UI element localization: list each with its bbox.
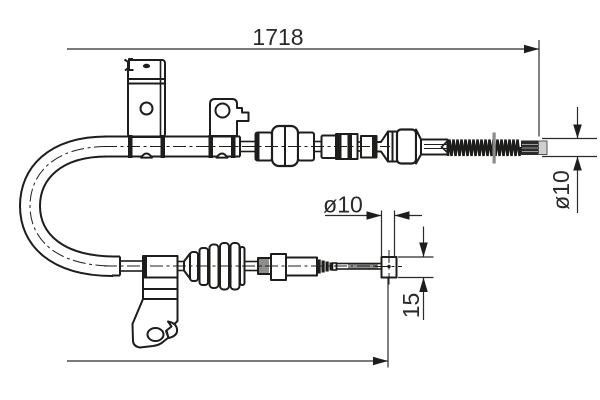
dimension-eye-diameter: ø10 <box>323 192 422 257</box>
arrowhead-right <box>373 356 388 366</box>
arrowhead-left <box>394 211 410 220</box>
mounting-bracket-upper-mid <box>209 98 250 137</box>
cable-u-bend <box>19 135 115 277</box>
eye-width-label: 15 <box>398 293 424 319</box>
bend-inner-edge <box>39 155 115 258</box>
mounting-bracket-lower <box>131 276 179 349</box>
overall-length-label: 1718 <box>252 24 303 50</box>
adjuster-body <box>395 128 418 165</box>
clamp-mark <box>347 133 352 160</box>
cable-end-diameter-label: ø10 <box>548 170 574 210</box>
bracket-plate <box>209 98 250 137</box>
arrowhead-up <box>419 277 428 292</box>
conduit-notch <box>215 152 229 159</box>
tip-rib <box>325 261 329 272</box>
upper-cable-run <box>104 124 548 168</box>
slotted-sleeve <box>420 138 449 156</box>
dimension-cable-end-diameter: ø10 <box>542 107 597 213</box>
bracket-body <box>127 59 166 138</box>
retaining-clip <box>123 58 134 72</box>
arrowhead-up <box>573 156 582 171</box>
mounting-bracket-upper-left <box>123 58 166 138</box>
eye-diameter-label: ø10 <box>323 192 363 218</box>
sleeve-notch <box>440 140 449 154</box>
spring-mid-mark <box>492 132 496 164</box>
lower-cable-run <box>104 242 402 291</box>
bracket-hole <box>214 102 231 119</box>
bracket-slot <box>142 63 151 69</box>
arrowhead-down <box>419 242 428 257</box>
bracket-hole <box>146 327 165 342</box>
retaining-clip <box>165 320 179 339</box>
bracket-hole <box>139 101 154 116</box>
coil-spring <box>446 139 522 157</box>
dimension-lower-length <box>67 277 389 368</box>
arrowhead-right <box>524 44 539 54</box>
clamp-edge <box>143 256 147 278</box>
conduit-notch <box>140 152 153 159</box>
dimension-eye-width: 15 <box>398 226 434 320</box>
clamp-mark <box>208 135 213 158</box>
tip-end-cap <box>538 140 548 155</box>
collar <box>270 253 287 281</box>
arrowhead-right <box>366 211 382 220</box>
bend-centerline <box>29 146 114 267</box>
ferrule-edge <box>255 133 260 160</box>
clamp-body <box>142 255 179 279</box>
eye-center-dot <box>387 264 391 269</box>
clamp-mark <box>231 135 236 158</box>
tip-rib <box>329 262 333 271</box>
dimension-overall-length: 1718 <box>67 24 540 137</box>
bend-outer-edge <box>19 135 114 277</box>
arrowhead-down <box>573 124 582 139</box>
